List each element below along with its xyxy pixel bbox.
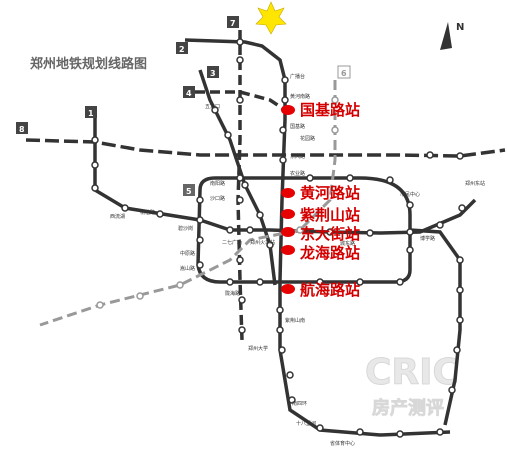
- line-8: [25, 138, 506, 158]
- station-label-guoji-road: 国基路站: [300, 101, 360, 119]
- line-4: [195, 90, 286, 112]
- station-label-longhai-road: 龙海路站: [299, 244, 360, 262]
- station-label: 嵩山路: [180, 265, 195, 272]
- station-label-zijingshan: 紫荆山站: [300, 206, 360, 224]
- line-5: [196, 176, 412, 284]
- station-marker-guoji-road: [281, 105, 295, 115]
- line-number-boxes: 7 2 3 4 1 8 6 5: [16, 16, 351, 196]
- line-number-8: 8: [19, 125, 25, 134]
- station-label: 市民中心: [400, 191, 420, 198]
- station-label: 郑州东站: [465, 180, 485, 187]
- station-marker-longhai-road: [281, 245, 295, 255]
- line-number-6: 6: [341, 69, 347, 78]
- station-label: 紫荆山南: [285, 317, 305, 324]
- watermark-subtitle: 房产测评: [372, 397, 444, 419]
- station-label: 国基路: [290, 123, 305, 130]
- station-label: 黄河南路: [290, 93, 310, 100]
- station-label: 沙口路: [210, 195, 225, 202]
- station-label: 南阳路: [210, 180, 225, 187]
- station-label: 中原路: [180, 250, 195, 257]
- station-label: 陇海路: [225, 290, 240, 297]
- station-marker-hanghai-road: [281, 284, 295, 294]
- station-label: 农业路: [290, 170, 305, 177]
- line-1: [93, 112, 477, 235]
- highlighted-station-labels: 国基路站 黄河路站 紫荆山站 东大街站 龙海路站 航海路站: [299, 101, 360, 299]
- station-label: 广播台: [290, 73, 305, 80]
- station-label-dongdajie: 东大街站: [300, 225, 360, 243]
- watermark-brand: CRIC: [365, 352, 459, 393]
- station-label-hanghai-road: 航海路站: [300, 281, 360, 299]
- line-number-4: 4: [186, 89, 192, 98]
- station-label: 博学路: [420, 235, 435, 242]
- station-marker-huanghe-road: [281, 188, 295, 198]
- station-label: 桐柏路: [140, 209, 155, 216]
- station-marker-dongdajie: [281, 227, 295, 237]
- line-number-2: 2: [179, 45, 185, 54]
- station-label: 十八里河: [296, 420, 316, 427]
- north-letter: N: [456, 22, 464, 33]
- line-number-3: 3: [210, 69, 216, 78]
- line-number-1: 1: [88, 109, 94, 118]
- station-marker-zijingshan: [281, 209, 295, 219]
- line-east-branch: [409, 228, 462, 426]
- small-station-labels: 广播台 黄河南路 国基路 东风路 农业路 城东路 二七广场 碧沙岗 郑州火车站 …: [110, 73, 485, 447]
- north-arrow-icon: N: [440, 22, 464, 50]
- station-label: 郑州火车站: [250, 239, 275, 246]
- map-title: 郑州地铁规划线路图: [30, 56, 147, 72]
- line-number-5: 5: [186, 187, 192, 196]
- station-label: 郑州大学: [248, 345, 268, 352]
- station-label: 城东路: [340, 240, 355, 247]
- line-number-7: 7: [230, 19, 236, 28]
- station-label: 花园路: [300, 135, 315, 142]
- station-label-huanghe-road: 黄河路站: [300, 184, 360, 202]
- station-label: 五龙口: [205, 103, 220, 110]
- station-label: 省体育中心: [330, 440, 355, 447]
- star-icon: [255, 1, 287, 35]
- station-label: 南四环: [292, 400, 307, 407]
- station-label: 碧沙岗: [178, 225, 193, 232]
- station-label: 东风路: [290, 153, 305, 160]
- station-label: 西流湖: [110, 213, 125, 220]
- line-6: [39, 80, 337, 327]
- highlighted-station-markers: [281, 105, 295, 294]
- station-label: 二七广场: [222, 239, 242, 246]
- small-stations: [91, 38, 466, 438]
